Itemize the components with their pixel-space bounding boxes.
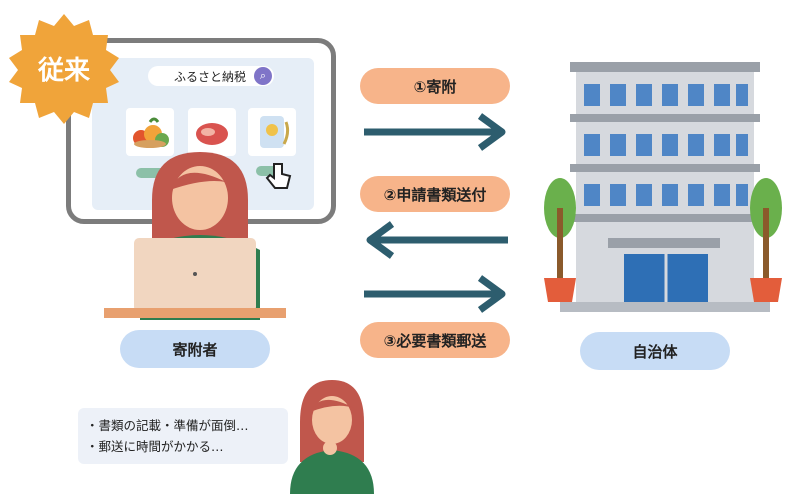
hand-pointer-icon bbox=[265, 163, 292, 189]
step-1-pill: ①寄附 bbox=[360, 68, 510, 104]
product-card-meat bbox=[188, 108, 236, 156]
step-1-label: ①寄附 bbox=[413, 77, 457, 96]
complaint-line: ・郵送に時間がかかる… bbox=[86, 439, 224, 454]
product-card-rice bbox=[248, 108, 296, 156]
complaint-line: ・書類の記載・準備が面倒… bbox=[86, 418, 249, 433]
badge-label: 従来 bbox=[37, 55, 90, 86]
product-card-vegetables bbox=[126, 108, 174, 156]
municipality-label: 自治体 bbox=[632, 342, 678, 361]
thinking-person-illustration bbox=[290, 380, 374, 494]
arrow-right-3 bbox=[364, 275, 506, 313]
search-icon: ⌕ bbox=[254, 67, 272, 85]
donor-label: 寄附者 bbox=[172, 340, 218, 359]
vegetables-icon bbox=[133, 117, 169, 148]
product-button bbox=[136, 168, 178, 178]
search-bar: ふるさと納税 bbox=[148, 66, 274, 86]
donor-label-pill: 寄附者 bbox=[120, 330, 270, 368]
step-3-pill: ③必要書類郵送 bbox=[360, 322, 510, 358]
badge-starburst bbox=[9, 14, 119, 124]
step-2-pill: ②申請書類送付 bbox=[360, 176, 510, 212]
rice-bag-icon bbox=[260, 116, 290, 148]
arrow-right-1 bbox=[364, 113, 506, 151]
step-2-label: ②申請書類送付 bbox=[383, 185, 487, 204]
step-3-label: ③必要書類郵送 bbox=[383, 331, 487, 350]
arrow-left-2 bbox=[366, 221, 508, 259]
donor-person-illustration bbox=[104, 152, 286, 320]
municipality-building-illustration bbox=[544, 62, 782, 312]
product-button bbox=[256, 166, 278, 176]
complaint-box: ・書類の記載・準備が面倒… ・郵送に時間がかかる… bbox=[78, 408, 288, 464]
search-bar-text: ふるさと納税 bbox=[174, 69, 247, 84]
municipality-label-pill: 自治体 bbox=[580, 332, 730, 370]
meat-icon bbox=[196, 123, 228, 145]
